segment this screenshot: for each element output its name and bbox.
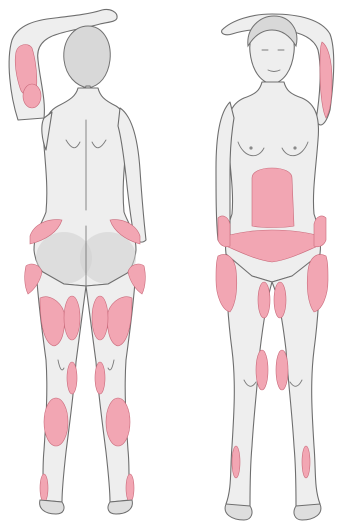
zone-front-flank-right	[314, 216, 326, 247]
zone-front-inner-knee-right	[276, 350, 288, 390]
zone-front-inner-knee-left	[256, 350, 268, 390]
zone-back-back-thigh-right	[92, 296, 108, 340]
zone-front-outer-thigh-right	[307, 255, 328, 312]
back-head	[64, 26, 110, 88]
zone-front-ankle-left	[232, 446, 240, 478]
zone-back-calf-left	[44, 398, 68, 446]
zone-back-ankle-right	[126, 474, 134, 502]
zone-front-abdomen	[252, 168, 294, 228]
zone-back-elbow	[23, 84, 41, 108]
zone-back-calf-right	[106, 398, 130, 446]
zone-front-ankle-right	[302, 446, 310, 478]
zone-back-inner-knee-right	[95, 362, 105, 394]
zone-front-inner-thigh-left	[258, 282, 270, 318]
zone-back-ankle-left	[40, 474, 48, 502]
zone-front-inner-thigh-right	[274, 282, 286, 318]
feet	[40, 500, 321, 520]
zone-back-back-thigh-left	[64, 296, 80, 340]
zone-front-outer-thigh-left	[216, 255, 237, 312]
zone-front-flank-left	[218, 216, 230, 247]
zone-back-inner-knee-left	[67, 362, 77, 394]
